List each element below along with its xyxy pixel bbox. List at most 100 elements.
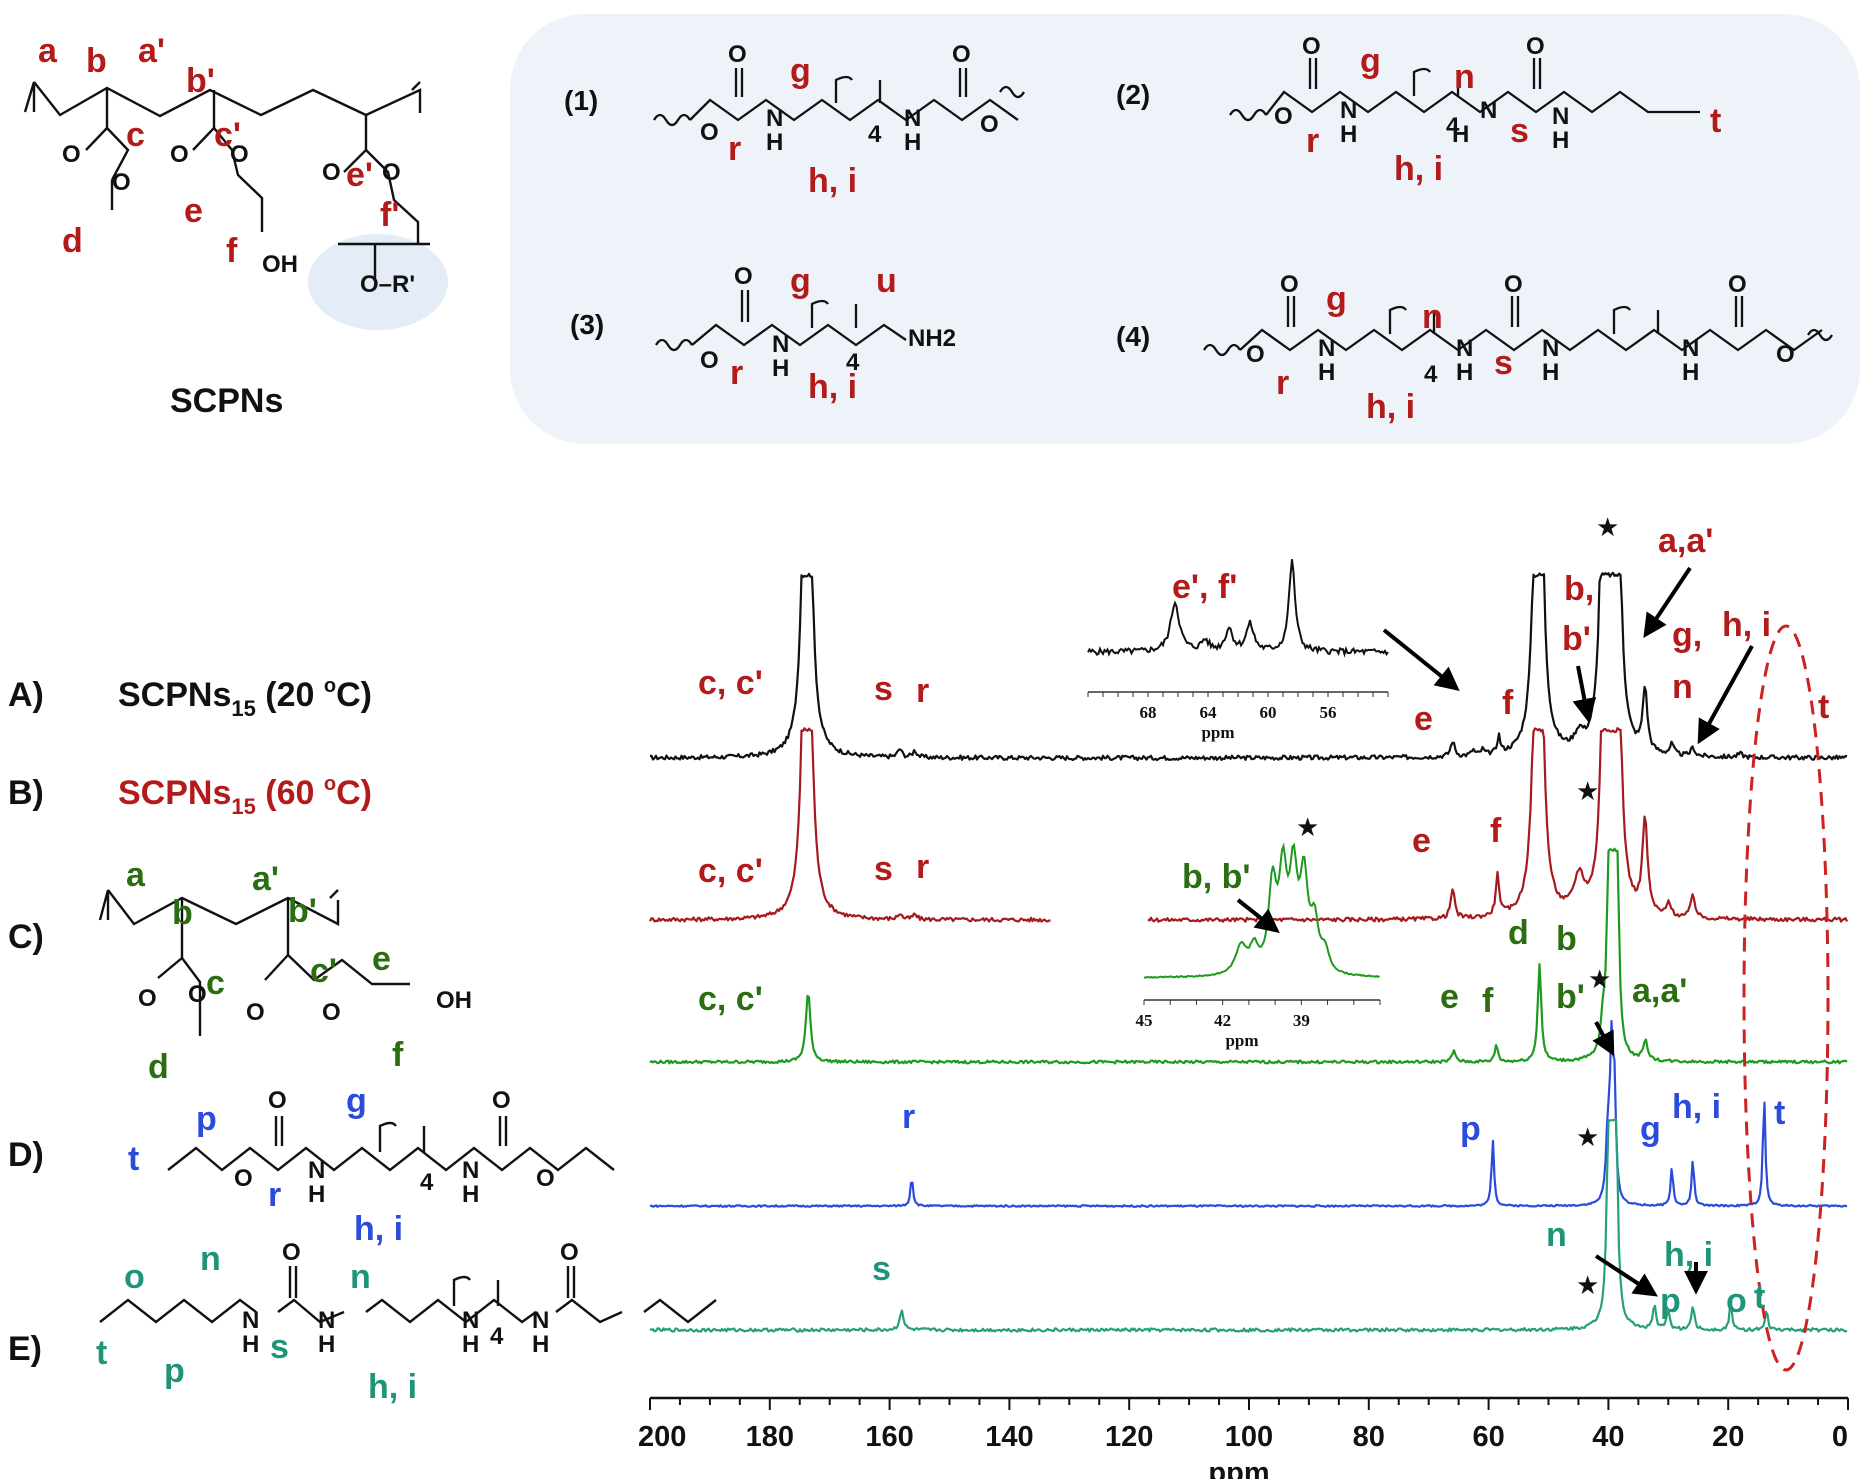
- structure-1-label-hi: h, i: [808, 162, 857, 200]
- sample-a-name: SCPNs15 (20 oC): [118, 675, 372, 721]
- peak-label-e-p: p: [1660, 1282, 1681, 1320]
- row-labels: A) B) C) D) E): [8, 676, 44, 1368]
- inset-c-tick-label: 39: [1293, 1011, 1310, 1030]
- structure-1-atom: O: [728, 41, 747, 68]
- peak-label-a-r: r: [916, 672, 929, 710]
- sample-b-name: SCPNs15 (60 oC): [118, 773, 372, 819]
- structure-c-atom: O: [188, 981, 207, 1008]
- scpns-atom: O: [170, 141, 189, 168]
- structure-2-label-r: r: [1306, 122, 1319, 160]
- sample-b-sup: o: [324, 773, 336, 795]
- peak-label-d-p: p: [1460, 1110, 1481, 1148]
- peak-label-e-n: n: [1546, 1216, 1567, 1254]
- peak-label-a-e: e: [1414, 700, 1433, 738]
- row-label-a: A): [8, 676, 44, 714]
- peak-label-e-s: s: [872, 1250, 891, 1288]
- structure-e-label-o: o: [124, 1258, 145, 1296]
- structure-1-atom: 4: [868, 121, 882, 148]
- structure-3-label-hi: h, i: [808, 368, 857, 406]
- structure-d-atom: O: [268, 1087, 287, 1114]
- sample-b-sub: 15: [231, 794, 255, 819]
- structure-4-atom: N: [1682, 335, 1699, 362]
- structure-2-label-n: n: [1454, 58, 1475, 96]
- x-axis-tick-label: 60: [1472, 1421, 1504, 1453]
- structure-3-atom: N: [772, 331, 789, 358]
- structure-d-atom: O: [234, 1165, 253, 1192]
- structure-d-atom: N: [462, 1157, 479, 1184]
- structure-d-atom: O: [536, 1165, 555, 1192]
- scpns-label-c: c: [126, 116, 145, 154]
- arrow-n-e: [1594, 1254, 1659, 1297]
- x-axis-tick-label: 80: [1353, 1421, 1385, 1453]
- scpns-structure: [23, 81, 448, 330]
- structure-c-label-f: f: [392, 1036, 404, 1074]
- peak-label-a-s: s: [874, 670, 893, 708]
- structure-e-label-n: n: [200, 1240, 221, 1278]
- inset-c-tick-label: 42: [1214, 1011, 1231, 1030]
- peak-label-b-s: s: [874, 850, 893, 888]
- spectrum-trace-e: [649, 1118, 1848, 1333]
- structure-3-atom: NH2: [908, 325, 956, 352]
- peak-labels-b: c, c' s r e f: [698, 812, 1502, 890]
- structure-4-atom: H: [1542, 359, 1559, 386]
- structure-4-atom: N: [1318, 335, 1335, 362]
- structure-e-atom: N: [242, 1307, 259, 1334]
- structure-2-atom: 4: [1446, 113, 1460, 140]
- peak-label-c-cc: c, c': [698, 980, 763, 1018]
- structure-2-atom: H: [1552, 127, 1569, 154]
- x-axis-tick-label: 140: [985, 1421, 1033, 1453]
- structure-2-label-t: t: [1710, 102, 1721, 140]
- inset-c-tick-label: 45: [1136, 1011, 1153, 1030]
- structure-e-atom: N: [318, 1307, 335, 1334]
- structure-d-atom: O: [492, 1087, 511, 1114]
- structure-d-atom: N: [308, 1157, 325, 1184]
- scpns-label-e-prime: e': [346, 156, 373, 194]
- structure-d-atom: H: [308, 1181, 325, 1208]
- structure-c-label-e: e: [372, 940, 391, 978]
- peak-label-b-f: f: [1490, 812, 1502, 850]
- inset-a-tick-label: 60: [1260, 703, 1277, 722]
- structure-e-atom: H: [318, 1331, 335, 1358]
- scpns-label-f-prime: f': [380, 196, 399, 234]
- scpns-title: SCPNs: [170, 382, 283, 420]
- structure-1-label-r: r: [728, 130, 741, 168]
- structure-3-label-g: g: [790, 262, 811, 300]
- peak-labels-a: c, c' s r e f b, b' a,a' g, n h, i t e',…: [698, 522, 1829, 738]
- x-axis-tick-label: 0: [1832, 1421, 1848, 1453]
- peak-label-c-aa: a,a': [1632, 972, 1687, 1010]
- star-icon: ★: [1296, 813, 1319, 843]
- structure-e-label-p: p: [164, 1352, 185, 1390]
- structure-e-atom: H: [242, 1331, 259, 1358]
- structure-c-atom: OH: [436, 987, 472, 1014]
- structures-panel: [510, 14, 1860, 444]
- peak-label-c-e: e: [1440, 978, 1459, 1016]
- structure-2-atom: N: [1340, 97, 1357, 124]
- peak-label-c-b: b: [1556, 920, 1577, 958]
- peak-label-a-t: t: [1818, 688, 1829, 726]
- structure-3-atom: 4: [846, 349, 860, 376]
- star-icon: ★: [1576, 777, 1599, 807]
- structure-3-atom: O: [700, 347, 719, 374]
- structure-c-label-a-prime: a': [252, 860, 279, 898]
- inset-a-tick-label: 64: [1200, 703, 1218, 722]
- structure-d: O O O O N H N H 4 t p g r h, i: [128, 1082, 615, 1248]
- structure-3-atom: H: [772, 355, 789, 382]
- structure-c-label-d: d: [148, 1048, 169, 1086]
- structure-e-atom: H: [532, 1331, 549, 1358]
- solvent-star-markers: ★ ★ ★ ★ ★ ★: [1296, 513, 1619, 1301]
- scpns-highlight-ellipse: [308, 234, 448, 330]
- sample-a-sup: o: [324, 675, 336, 697]
- structure-2-label-s: s: [1510, 112, 1529, 150]
- scpns-atom: O: [382, 159, 401, 186]
- sample-a-tail: C): [336, 676, 372, 714]
- peak-label-a-g: g,: [1672, 616, 1702, 654]
- structure-e: O O N H N H N H N H 4 o n n t p s h, i: [96, 1239, 717, 1406]
- structure-c-label-c-prime: c': [310, 952, 337, 990]
- arrow-hi-a: [1697, 645, 1754, 745]
- structure-4-label-s: s: [1494, 344, 1513, 382]
- structure-1-atom: H: [766, 129, 783, 156]
- structure-4-atom: O: [1504, 271, 1523, 298]
- peak-labels-e: s n h, i p o t: [872, 1216, 1765, 1320]
- x-axis-title: ppm: [1208, 1457, 1269, 1479]
